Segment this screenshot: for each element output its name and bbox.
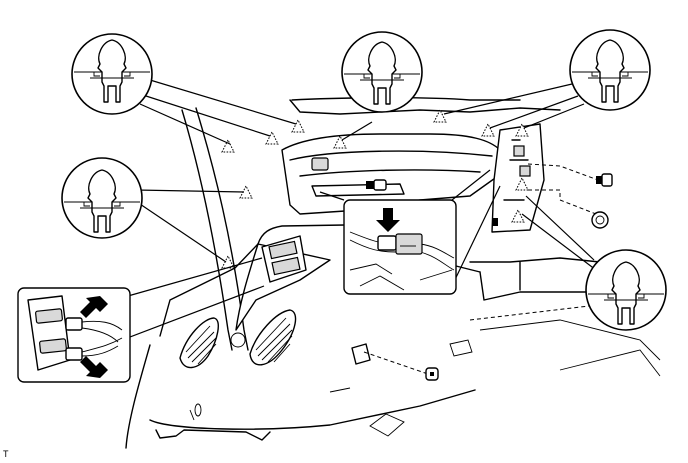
- outlet-bezel: [261, 235, 307, 283]
- push-arrow-icon: [80, 296, 108, 318]
- left-grille: [179, 317, 219, 369]
- bolt: [425, 367, 439, 381]
- clip-symbol: [515, 122, 529, 137]
- right-grille: [249, 309, 297, 366]
- clip-symbol: [515, 176, 529, 191]
- zoom-circle-lower-right: [585, 249, 667, 331]
- clip-fastener: [591, 211, 609, 229]
- zoom-circle-top-middle: [341, 31, 423, 113]
- vehicle-body: [125, 96, 661, 449]
- clip-symbol: [481, 122, 495, 137]
- connector-inset-left: [17, 287, 131, 383]
- bolt: [596, 173, 613, 187]
- push-arrow-icon: [376, 208, 400, 232]
- push-arrow-icon: [80, 356, 108, 378]
- zoom-circle-mid-left: [61, 157, 143, 239]
- clip-symbol: [511, 208, 525, 223]
- figure-caption: T: [3, 449, 9, 459]
- clip-symbol: [265, 130, 279, 145]
- zoom-circle-top-right: [569, 29, 651, 111]
- clip-symbol: [333, 134, 347, 149]
- clip-symbol: [221, 138, 235, 153]
- connector-inset-center: [343, 199, 457, 295]
- leader-lines: [121, 79, 597, 341]
- clip-symbols: [221, 108, 529, 269]
- fastener-paths: [363, 163, 613, 381]
- zoom-circle-top-left: [71, 33, 153, 115]
- upper-trim-bolt: [366, 179, 387, 191]
- clip-symbol: [433, 108, 447, 123]
- clip-symbol: [291, 118, 305, 133]
